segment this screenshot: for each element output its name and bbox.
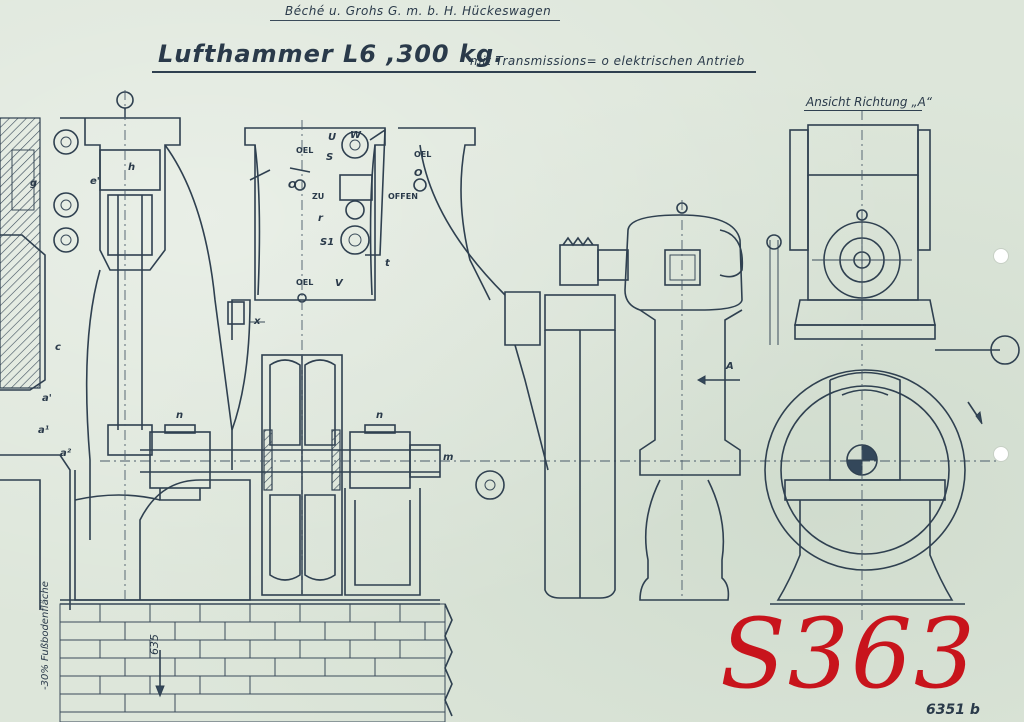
red-stamp: S363 <box>720 598 977 710</box>
drawing-subtitle: mit Transmissions= o elektrischen Antrie… <box>470 54 745 68</box>
label-r: r <box>318 213 323 224</box>
label-n2: n <box>376 410 384 421</box>
drawing-number: 6351 b <box>926 702 980 718</box>
label-a1b: a¹ <box>38 425 50 436</box>
label-x: x <box>254 316 261 327</box>
front-view <box>764 124 1020 605</box>
drawing-title: Lufthammer L6 ,300 kg. <box>158 40 505 68</box>
view-label-underline <box>804 110 922 111</box>
label-w: W <box>350 130 362 141</box>
label-oel-3: OEL <box>296 278 314 287</box>
label-v: V <box>335 278 343 289</box>
view-label: Ansicht Richtung „A“ <box>806 95 932 109</box>
punch-hole-bottom <box>993 446 1009 462</box>
label-oel-1: OEL <box>296 146 314 155</box>
label-e1: e' <box>90 176 100 187</box>
label-m: m <box>443 452 454 463</box>
label-c: c <box>55 342 61 353</box>
label-t: t <box>385 258 390 269</box>
label-s1: S1 <box>320 237 335 248</box>
label-u: U <box>328 132 337 143</box>
floor-note: -30% Fußbodenfläche <box>40 581 51 690</box>
electric-motor <box>475 202 782 601</box>
brick-foundation <box>59 603 453 722</box>
label-zu: ZU <box>312 192 325 201</box>
dimension-635: 635 <box>148 634 161 655</box>
hammer-base <box>60 470 440 605</box>
label-g: g <box>30 178 38 189</box>
label-a2: a² <box>60 448 72 459</box>
label-offen: OFFEN <box>388 192 418 201</box>
title-underline <box>152 71 756 73</box>
company-underline <box>270 20 560 21</box>
label-oel-2: OEL <box>414 150 432 159</box>
label-o2: O <box>414 168 423 179</box>
label-arrow-a: A <box>726 361 734 372</box>
label-o1: O <box>288 180 297 191</box>
control-housing <box>227 127 506 431</box>
label-a1: a' <box>42 393 52 404</box>
punch-hole-top <box>993 248 1009 264</box>
label-s: S <box>326 152 334 163</box>
label-n1: n <box>176 410 184 421</box>
hammer-column-section <box>0 91 233 610</box>
company-name: Béché u. Grohs G. m. b. H. Hückeswagen <box>285 4 552 18</box>
label-h: h <box>128 162 136 173</box>
